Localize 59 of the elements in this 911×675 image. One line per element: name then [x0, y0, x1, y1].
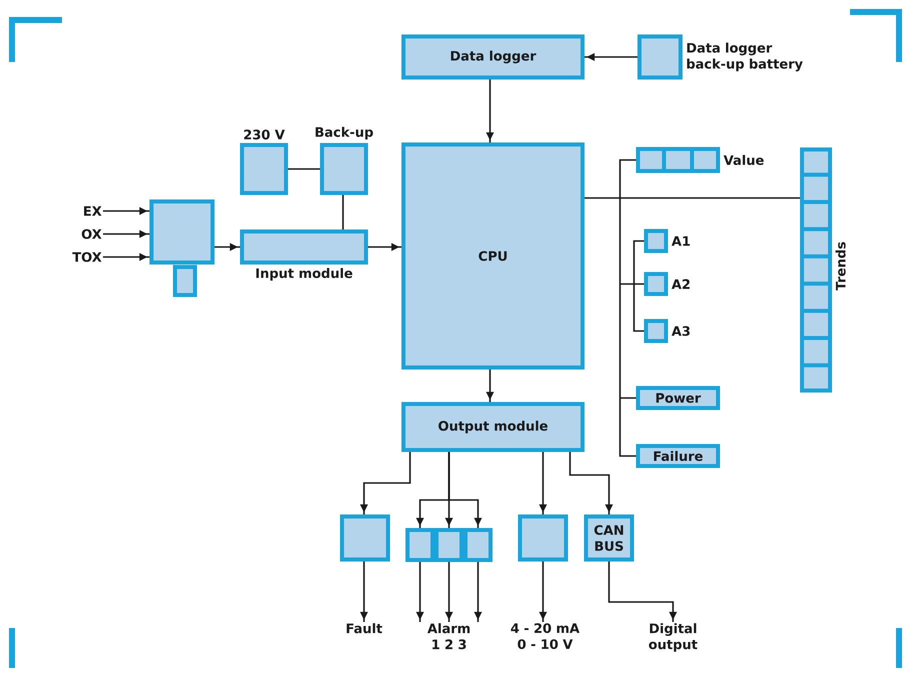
battery-box: Data logger back-up battery — [638, 34, 803, 80]
relay-box — [406, 528, 434, 562]
connector-line — [342, 195, 344, 230]
node-label: A2 — [672, 279, 690, 289]
output-label: Digital output — [648, 623, 698, 652]
alarm-indicator: A1 — [644, 229, 690, 253]
arrow — [584, 53, 638, 61]
node-label: Input module — [256, 268, 352, 281]
arrow — [448, 452, 482, 528]
arrow — [368, 243, 402, 251]
signal-label: OX — [82, 229, 102, 239]
arrow — [539, 452, 547, 514]
arrow — [103, 230, 150, 238]
output-box — [518, 514, 568, 562]
arrow — [486, 80, 494, 142]
signal-label: EX — [84, 206, 102, 216]
relay-box — [434, 528, 464, 562]
value-display: Value — [636, 147, 764, 173]
arrow — [214, 243, 240, 251]
signal-label: TOX — [72, 252, 102, 262]
status-box: Power — [636, 386, 720, 410]
output-module-box: Output module — [402, 402, 584, 452]
output-label: Alarm 1 2 3 — [427, 623, 470, 650]
connector-line — [584, 159, 801, 457]
node-label: Value — [724, 154, 764, 166]
backup-box: Back-up — [316, 126, 373, 195]
connector-line — [288, 168, 320, 170]
sensor-box — [150, 200, 214, 264]
trends-bar: Trends — [800, 148, 846, 392]
arrow — [103, 207, 150, 215]
relay-box — [464, 528, 492, 562]
alarm-indicator: A3 — [644, 319, 690, 343]
arrow — [486, 370, 494, 402]
node-label: Data logger back-up battery — [687, 42, 803, 72]
node-label: A1 — [672, 236, 690, 246]
output-label: 4 - 20 mA 0 - 10 V — [511, 623, 580, 650]
output-box — [340, 514, 390, 562]
arrow — [360, 452, 411, 514]
node-label: 230 V — [244, 130, 285, 140]
arrow — [360, 562, 368, 622]
arrow — [416, 562, 424, 622]
output-label: Fault — [346, 623, 382, 634]
node-label: Trends — [836, 242, 846, 290]
power-supply-box: 230 V — [240, 130, 288, 195]
can-bus-box: CAN BUS — [584, 514, 634, 562]
status-box: Failure — [636, 444, 720, 468]
arrow — [539, 562, 547, 622]
arrow — [103, 253, 150, 261]
input-module-box: Input module — [240, 230, 368, 281]
sensor-base-box — [173, 265, 197, 297]
arrow — [608, 562, 677, 622]
arrow — [445, 562, 453, 622]
alarm-indicator: A2 — [644, 272, 690, 296]
arrow — [569, 452, 613, 514]
arrow — [474, 562, 482, 622]
node-label: Back-up — [316, 126, 373, 140]
node-label: A3 — [672, 326, 690, 336]
logger-box: Data logger — [402, 34, 584, 80]
cpu-box: CPU — [402, 142, 584, 370]
